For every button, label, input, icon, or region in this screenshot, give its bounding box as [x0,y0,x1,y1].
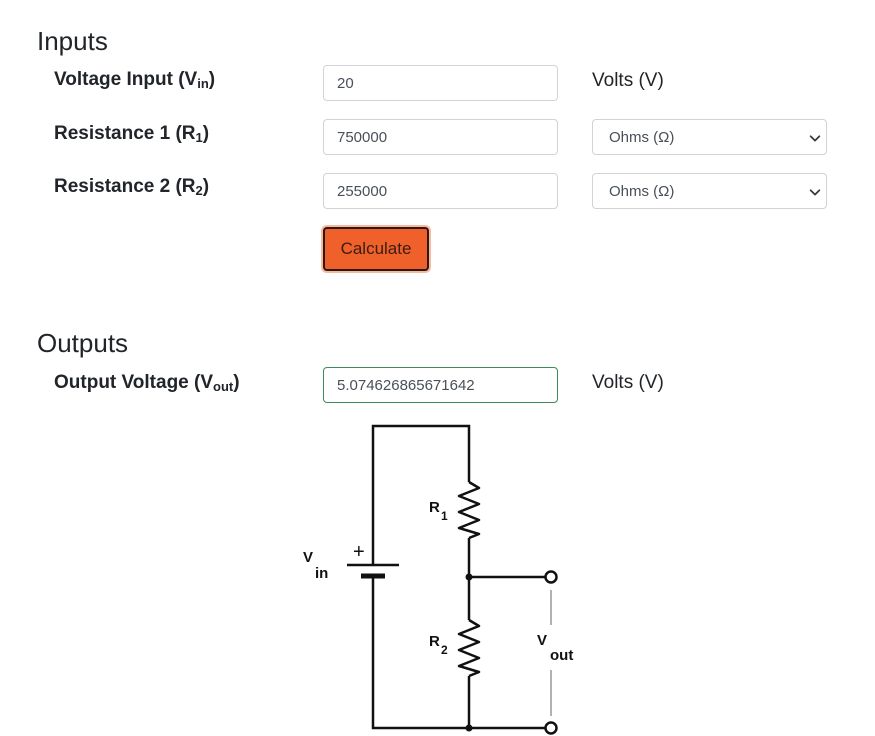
vout-terminal-top [544,570,558,584]
chevron-down-icon [809,135,821,142]
voltage-divider-circuit-diagram: + V in R 1 R 2 V out [303,424,573,735]
r2-label: Resistance 2 (R2) [54,176,210,198]
r1-input[interactable] [323,119,558,155]
vout-terminal-bottom [544,721,558,735]
vout-output-field[interactable] [323,367,558,403]
circuit-r1-label: R [429,499,440,516]
chevron-down-icon [809,189,821,196]
r1-label-sub: 1 [195,130,203,145]
junction-dot-top [465,573,473,581]
vin-label: Voltage Input (Vin) [54,69,216,91]
r2-input[interactable] [323,173,558,209]
r1-unit-selected: Ohms (Ω) [609,128,675,146]
circuit-vin-label: V [303,549,313,566]
r1-label-main: Resistance 1 (R [54,123,196,144]
junction-dot-bottom [465,724,473,732]
vin-label-main: Voltage Input (V [54,69,198,90]
vin-label-sub: in [197,76,209,91]
circuit-vout-sub: out [550,647,573,664]
circuit-r2-label: R [429,633,440,650]
r1-unit-select[interactable]: Ohms (Ω) [592,119,827,155]
r2-label-end: ) [202,176,210,197]
vin-label-end: ) [208,69,216,90]
r2-label-main: Resistance 2 (R [54,176,196,197]
circuit-wires [371,424,551,730]
circuit-plus-sign: + [353,541,365,563]
resistor-r2-symbol [457,618,481,678]
circuit-vin-sub: in [315,565,328,582]
circuit-r1-sub: 1 [441,509,448,523]
r2-unit-selected: Ohms (Ω) [609,182,675,200]
r1-label-end: ) [202,123,210,144]
r1-label: Resistance 1 (R1) [54,123,210,145]
vout-label-sub: out [213,379,234,394]
inputs-heading: Inputs [37,26,108,56]
resistor-r1-symbol [457,480,481,540]
vin-input[interactable] [323,65,558,101]
vout-label-end: ) [233,372,240,393]
r2-label-sub: 2 [195,183,203,198]
vout-label: Output Voltage (Vout) [54,372,240,394]
vout-unit: Volts (V) [592,372,664,393]
r2-unit-select[interactable]: Ohms (Ω) [592,173,827,209]
circuit-r2-sub: 2 [441,643,448,657]
calculate-button[interactable]: Calculate [323,227,429,271]
circuit-vout-label: V [537,632,547,649]
vin-unit: Volts (V) [592,70,664,91]
vout-label-main: Output Voltage (V [54,372,214,393]
battery-symbol [347,548,399,580]
outputs-heading: Outputs [37,328,129,358]
